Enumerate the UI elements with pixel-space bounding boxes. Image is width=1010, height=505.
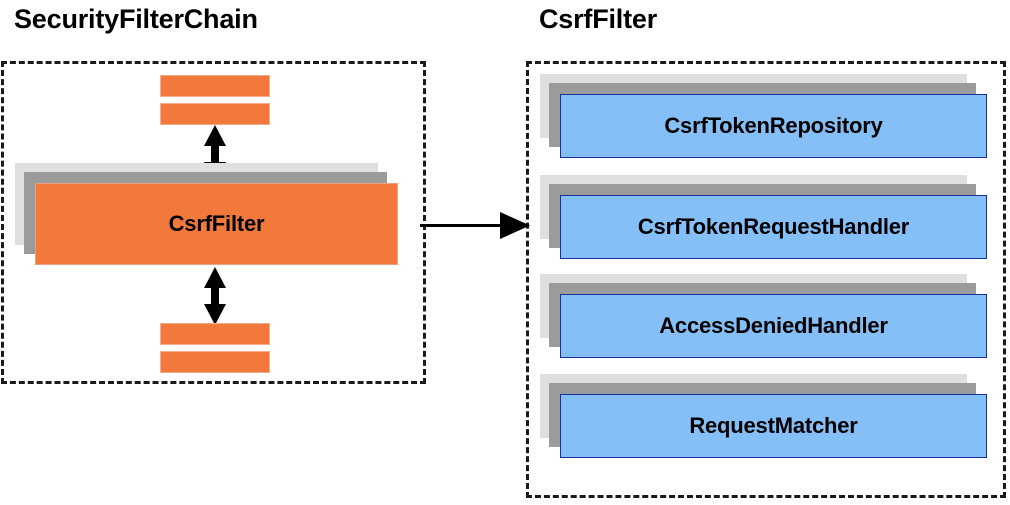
- filter-bar-below-2: [160, 351, 270, 373]
- csrf-filter-container: [526, 61, 1006, 498]
- node-access-denied-handler[interactable]: AccessDeniedHandler: [540, 274, 987, 358]
- node-face: CsrfFilter: [35, 183, 398, 265]
- node-face: AccessDeniedHandler: [560, 294, 987, 358]
- node-csrf-token-repository[interactable]: CsrfTokenRepository: [540, 74, 987, 158]
- security-filter-chain-container: [1, 61, 426, 384]
- connector-csrf-to-detail-arrow: [420, 211, 532, 241]
- node-face: CsrfTokenRepository: [560, 94, 987, 158]
- node-label-csrf-token-request-handler: CsrfTokenRequestHandler: [637, 214, 910, 239]
- node-label-csrf-filter: CsrfFilter: [168, 211, 265, 236]
- filter-bar-above-1: [160, 75, 270, 97]
- node-csrf-token-request-handler[interactable]: CsrfTokenRequestHandler: [540, 175, 987, 259]
- connector-chain-down-arrow: [202, 266, 228, 326]
- node-request-matcher[interactable]: RequestMatcher: [540, 374, 987, 458]
- filter-bar-below-1: [160, 323, 270, 345]
- node-label-request-matcher: RequestMatcher: [689, 413, 858, 438]
- node-face: CsrfTokenRequestHandler: [560, 195, 987, 259]
- node-csrf-filter[interactable]: CsrfFilter: [15, 163, 398, 265]
- node-face: RequestMatcher: [560, 394, 987, 458]
- group-title-csrf-filter: CsrfFilter: [539, 4, 658, 34]
- filter-bar-above-2: [160, 103, 270, 125]
- group-title-security-filter-chain: SecurityFilterChain: [14, 4, 258, 34]
- node-label-csrf-token-repository: CsrfTokenRepository: [664, 113, 883, 138]
- node-label-access-denied-handler: AccessDeniedHandler: [659, 313, 888, 338]
